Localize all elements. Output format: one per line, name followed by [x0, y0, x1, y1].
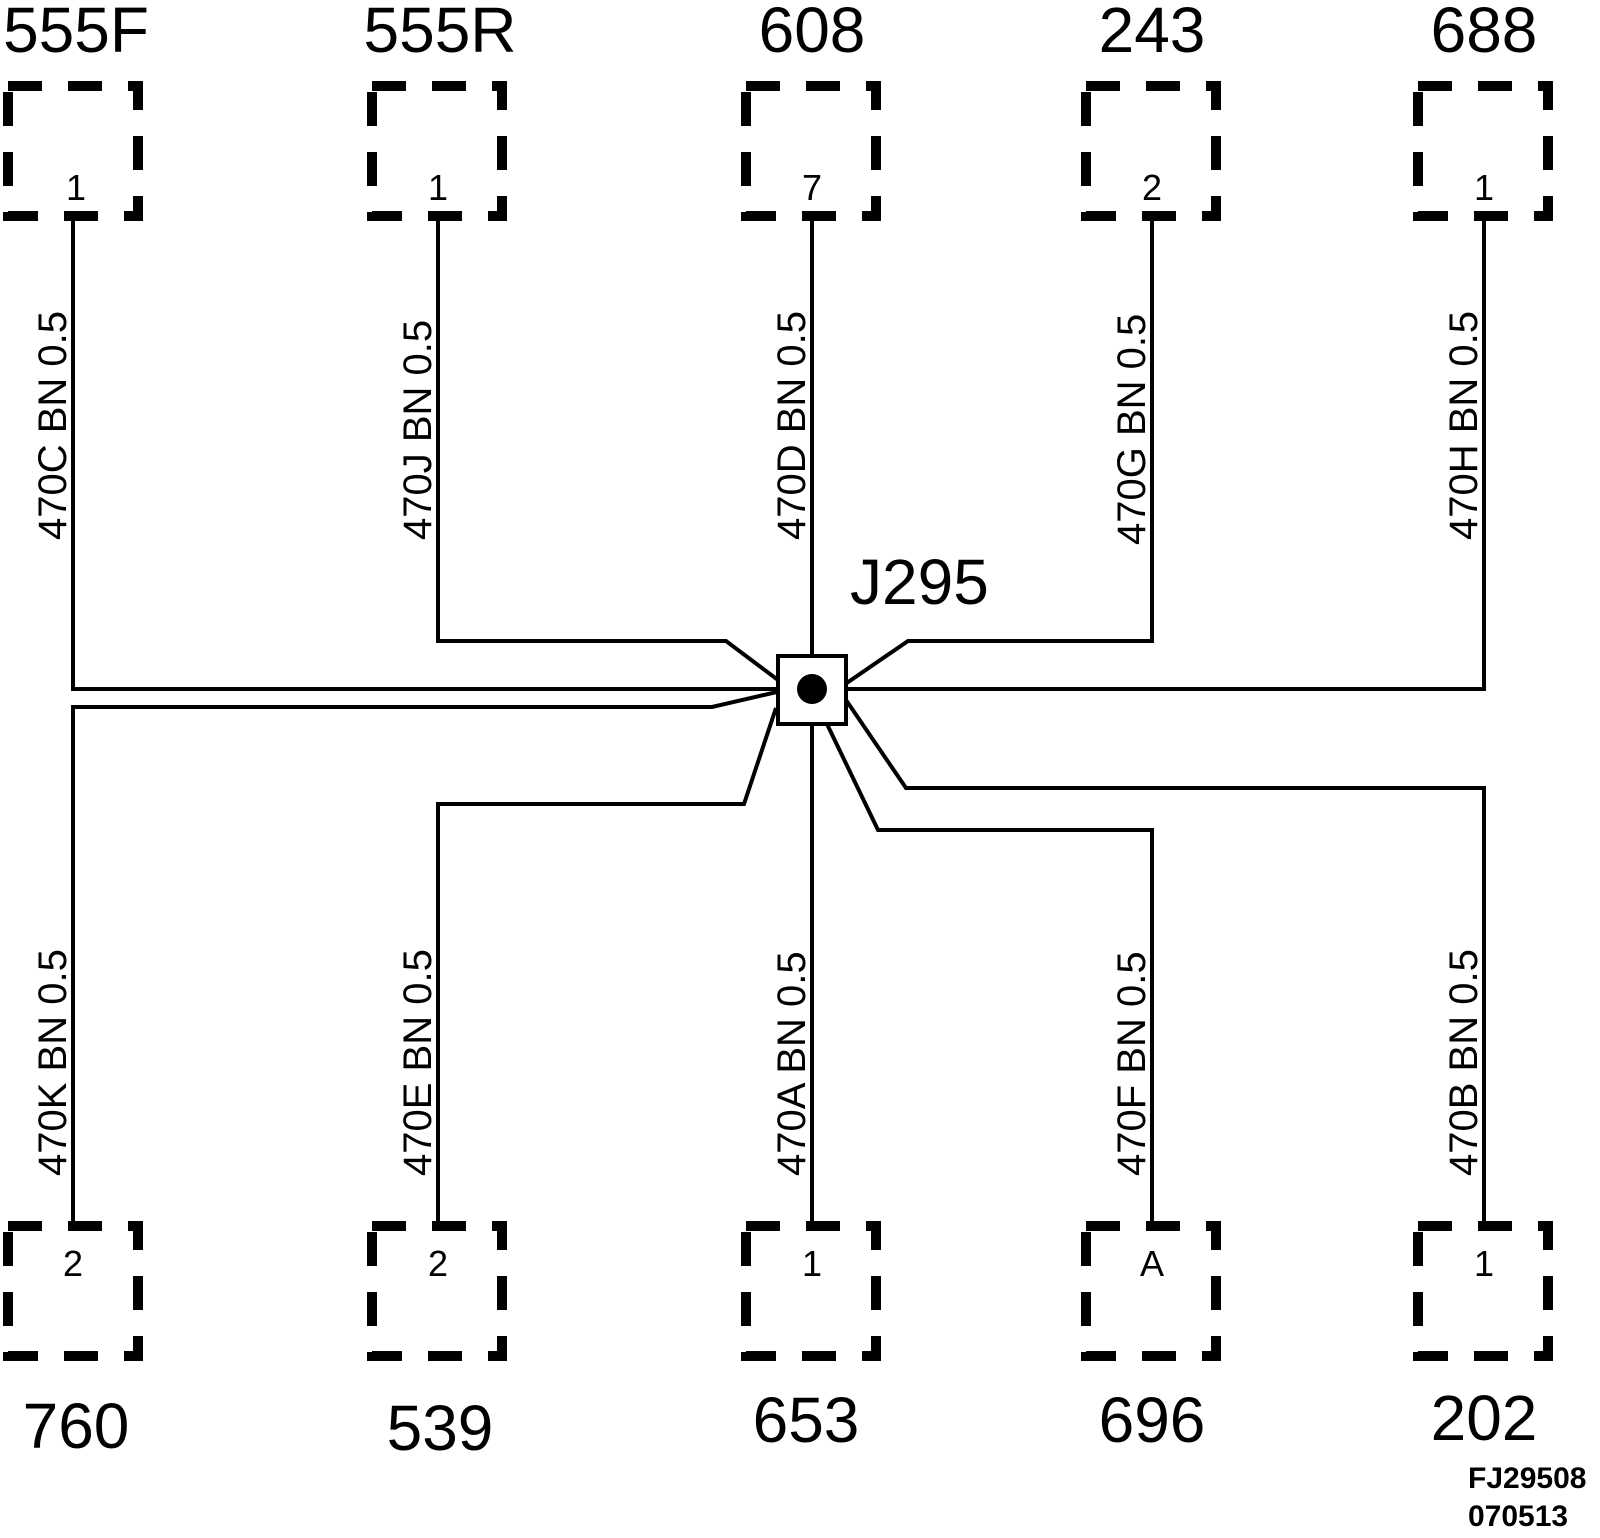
- wire: [436, 707, 778, 1226]
- pin-label: 2: [1142, 167, 1162, 208]
- wire-label: 470C BN 0.5: [31, 311, 75, 540]
- splice-box: [776, 654, 848, 726]
- connector-box: [3, 1221, 143, 1361]
- pin-label: 1: [1474, 167, 1494, 208]
- pin-label: 1: [1474, 1243, 1494, 1284]
- connector-696: 470F BN 0.5 A 696: [824, 721, 1221, 1456]
- component-label: 760: [23, 1390, 130, 1462]
- component-label: 688: [1431, 0, 1538, 66]
- wire-label: 470E BN 0.5: [396, 949, 440, 1176]
- splice-dot: [797, 674, 827, 704]
- component-label: 539: [387, 1392, 494, 1464]
- connector-243: 243 2 470G BN 0.5: [836, 0, 1221, 691]
- connector-box: [1081, 1221, 1221, 1361]
- wire-label: 470H BN 0.5: [1442, 311, 1486, 540]
- wire-label: 470B BN 0.5: [1442, 949, 1486, 1176]
- connector-608: 608 7 470D BN 0.5: [741, 0, 881, 689]
- component-label: 608: [759, 0, 866, 66]
- pin-label: 2: [63, 1243, 83, 1284]
- wire-label: 470D BN 0.5: [770, 311, 814, 540]
- wire-label: 470K BN 0.5: [31, 949, 75, 1176]
- wire-label: 470A BN 0.5: [770, 951, 814, 1176]
- component-label: 555R: [364, 0, 517, 66]
- connector-653: 470A BN 0.5 1 653: [741, 689, 881, 1456]
- connector-760: 470K BN 0.5 2 760: [3, 687, 791, 1462]
- connector-555r: 555R 1 470J BN 0.5: [364, 0, 792, 691]
- wire-label: 470F BN 0.5: [1110, 951, 1154, 1176]
- pin-label: 1: [428, 167, 448, 208]
- wire: [846, 216, 1486, 691]
- wire: [836, 216, 1154, 691]
- connector-box: [367, 1221, 507, 1361]
- splice-label: J295: [850, 546, 989, 618]
- component-label: 653: [753, 1384, 860, 1456]
- connector-555f: 555F 1 470C BN 0.5: [3, 0, 790, 691]
- wire-label: 470J BN 0.5: [396, 320, 440, 540]
- component-label: 555F: [3, 0, 149, 66]
- figure-date: 070513: [1468, 1500, 1568, 1533]
- wire: [71, 216, 790, 691]
- wire: [824, 721, 1154, 1226]
- wire: [436, 216, 792, 691]
- wire-label: 470G BN 0.5: [1110, 314, 1154, 545]
- connector-688: 688 1 470H BN 0.5: [846, 0, 1553, 691]
- component-label: 202: [1431, 1382, 1538, 1454]
- pin-label: 1: [66, 167, 86, 208]
- connector-539: 470E BN 0.5 2 539: [367, 707, 778, 1464]
- pin-label: 7: [802, 167, 822, 208]
- wire: [844, 698, 1486, 1226]
- component-label: 696: [1099, 1384, 1206, 1456]
- wire: [71, 687, 791, 1226]
- pin-label: 1: [802, 1243, 822, 1284]
- pin-label: 2: [428, 1243, 448, 1284]
- component-label: 243: [1099, 0, 1206, 66]
- figure-code: FJ29508: [1468, 1462, 1586, 1495]
- pin-label: A: [1140, 1243, 1164, 1284]
- connector-box: [1413, 1221, 1553, 1361]
- connector-202: 470B BN 0.5 1 202: [844, 698, 1553, 1454]
- connector-box: [741, 1221, 881, 1361]
- splice-j295: J295: [776, 546, 989, 726]
